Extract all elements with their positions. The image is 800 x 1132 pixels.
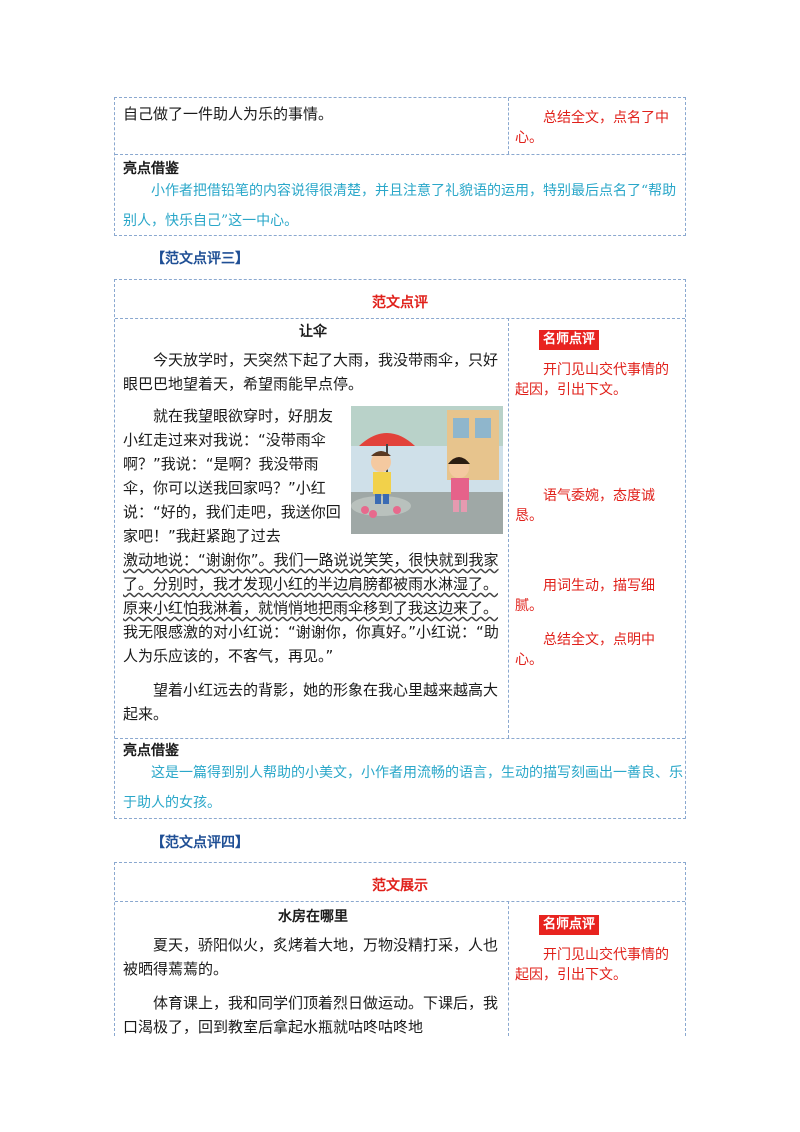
essay-paragraph-2: 体育课上，我和同学们顶着烈日做运动。下课后，我口渴极了，回到教室后拿起水瓶就咕咚…: [123, 994, 499, 1036]
essay-review-box-2-tail: 自己做了一件助人为乐的事情。 总结全文，点名了中心。 亮点借鉴 小作者把借铅笔的…: [114, 97, 686, 236]
comment-1: 开门见山交代事情的起因，引出下文。: [515, 362, 669, 398]
row-divider: [115, 318, 685, 319]
essay-paragraph-2b: 激动地说：“谢谢你”。我们一路说说笑笑，很快就到我家了。分别时，我才发现小红的半…: [123, 551, 499, 617]
highlight-text: 小作者把借铅笔的内容说得很清楚，并且注意了礼貌语的运用，特别最后点名了“帮助别人…: [123, 183, 677, 229]
row-divider: [115, 154, 685, 155]
essay-paragraph-2c: 我无限感激的对小红说：“谢谢你，你真好。”小红说：“助人为乐应该的，不客气，再见…: [123, 623, 499, 665]
essay-title: 让伞: [299, 324, 327, 340]
essay-review-box-4: 范文展示 水房在哪里 夏天，骄阳似火，炙烤着大地，万物没精打采，人也被晒得蔫蔫的…: [114, 862, 686, 1036]
illustration-umbrella: [351, 406, 503, 534]
teacher-comments-column: 名师点评 开门见山交代事情的起因，引出下文。 语气委婉，态度诚恳。 用词生动，描…: [515, 328, 681, 670]
essay-paragraph-1: 今天放学时，天突然下起了大雨，我没带雨伞，只好眼巴巴地望着天，希望雨能早点停。: [123, 351, 499, 393]
comment-1: 开门见山交代事情的起因，引出下文。: [515, 947, 669, 983]
highlight-text: 这是一篇得到别人帮助的小美文，小作者用流畅的语言，生动的描写刻画出一善良、乐于助…: [123, 765, 683, 811]
row-divider: [115, 901, 685, 902]
column-divider: [508, 318, 509, 738]
essay-paragraph-1: 夏天，骄阳似火，炙烤着大地，万物没精打采，人也被晒得蔫蔫的。: [123, 936, 499, 978]
column-divider: [508, 901, 509, 1036]
box-header: 范文展示: [372, 878, 428, 894]
essay-review-box-3: 范文点评 让伞 今天放学时，天突然下起了大雨，我没带雨伞，只好眼巴巴地望着天，希…: [114, 279, 686, 819]
comment-4: 总结全文，点明中心。: [515, 632, 655, 668]
teacher-comment: 总结全文，点名了中心。: [515, 110, 669, 146]
row-divider: [115, 738, 685, 739]
essay-body: 让伞 今天放学时，天突然下起了大雨，我没带雨伞，只好眼巴巴地望着天，希望雨能早点…: [123, 320, 503, 726]
essay-paragraph-2a: 就在我望眼欲穿时，好朋友小红走过来对我说：“没带雨伞啊？”我说：“是啊？我没带雨…: [123, 407, 341, 545]
essay-body: 水房在哪里 夏天，骄阳似火，炙烤着大地，万物没精打采，人也被晒得蔫蔫的。 体育课…: [123, 905, 503, 1039]
highlight-title: 亮点借鉴: [123, 161, 179, 177]
section-3-label: 【范文点评三】: [151, 251, 249, 267]
highlight-title: 亮点借鉴: [123, 743, 179, 759]
essay-title: 水房在哪里: [278, 909, 348, 925]
section-4-label: 【范文点评四】: [151, 835, 249, 851]
box-header: 范文点评: [372, 295, 428, 311]
teacher-comment-badge: 名师点评: [539, 915, 600, 935]
essay-last-line: 自己做了一件助人为乐的事情。: [123, 105, 334, 123]
essay-paragraph-3: 望着小红远去的背影，她的形象在我心里越来越高大起来。: [123, 681, 499, 723]
teacher-comment-badge: 名师点评: [539, 330, 600, 350]
column-divider: [508, 98, 509, 154]
comment-3: 用词生动，描写细腻。: [515, 578, 655, 614]
teacher-comments-column: 名师点评 开门见山交代事情的起因，引出下文。: [515, 913, 681, 985]
comment-2: 语气委婉，态度诚恳。: [515, 488, 655, 524]
